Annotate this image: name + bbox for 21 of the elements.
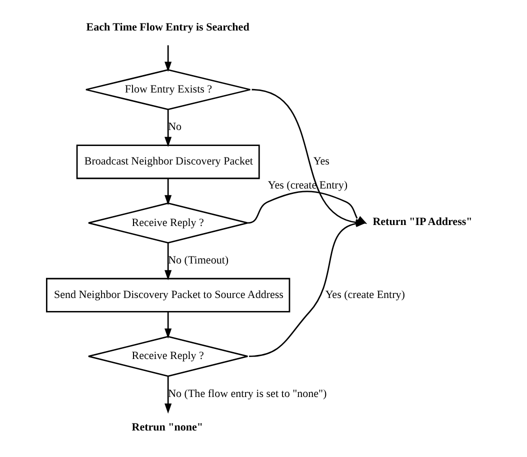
arrow [164,109,172,147]
arrow [164,45,172,72]
node-text: Retrun "none" [132,421,204,434]
node-text: Each Time Flow Entry is Searched [86,21,250,34]
arrow [164,376,172,414]
edge-label: No [168,121,182,134]
edge-label: Yes (create Entry) [325,289,405,302]
arrow [164,178,172,206]
node-box: Broadcast Neighbor Discovery Packet [76,144,260,180]
arrow [164,242,172,280]
node-diamond: Receive Reply ? [88,336,248,377]
arrow [164,312,172,339]
edge-label: No (Timeout) [168,254,229,267]
edge-label: No (The flow entry is set to "none") [168,388,327,400]
node-box: Send Neighbor Discovery Packet to Source Address [46,278,290,312]
node-text: Return "IP Address" [372,216,472,228]
edge-label: Yes [313,156,330,168]
edge-label: Yes (create Entry) [268,180,348,192]
arrow [248,220,366,358]
node-diamond: Receive Reply ? [88,202,248,244]
node-diamond: Flow Entry Exists ? [85,69,251,110]
